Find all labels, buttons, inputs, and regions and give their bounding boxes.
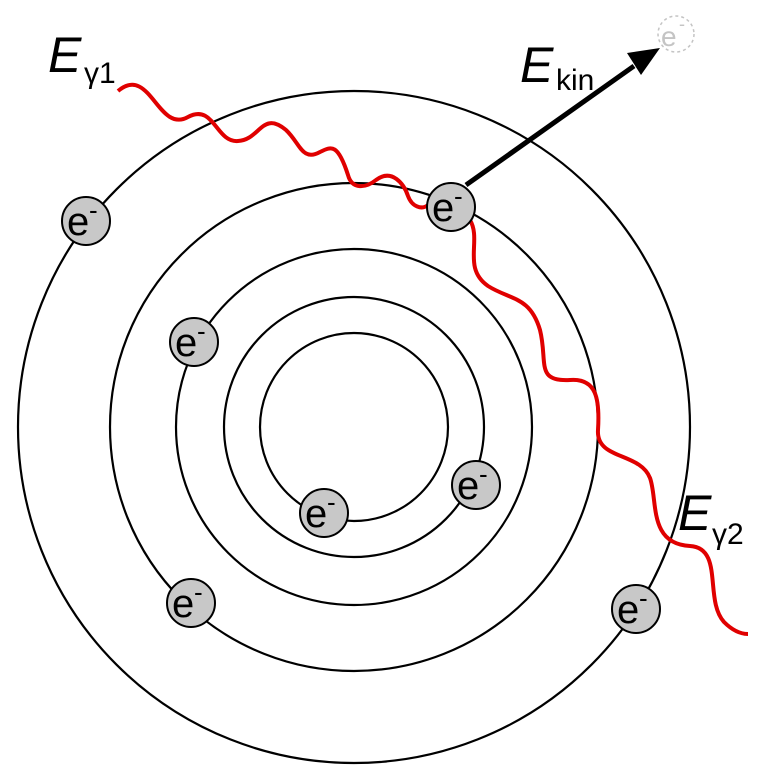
shell-5	[16, 89, 692, 765]
electron: e -	[169, 316, 219, 367]
svg-text:-: -	[194, 577, 203, 607]
electron: e -	[299, 487, 349, 538]
ghost-circle	[657, 15, 695, 53]
electron: e -	[166, 577, 216, 628]
electron: e -	[426, 181, 476, 232]
svg-text:-: -	[89, 195, 98, 225]
electron: e -	[611, 583, 661, 634]
outgoing-photon-wave	[468, 218, 749, 636]
svg-text:e: e	[457, 464, 479, 508]
ghost-charge: -	[679, 14, 685, 34]
electron: e -	[61, 195, 111, 246]
label-photon-in: E γ1	[48, 27, 116, 90]
svg-text:-: -	[327, 487, 336, 517]
svg-text:-: -	[479, 459, 488, 489]
incoming-photon-wave	[116, 82, 430, 210]
svg-text:e: e	[432, 186, 454, 230]
shell-1	[258, 331, 450, 523]
svg-text:e: e	[305, 492, 327, 536]
label-photon-out-symbol: E	[678, 485, 712, 541]
label-photon-in-symbol: E	[48, 27, 82, 83]
label-kinetic-symbol: E	[520, 37, 554, 93]
label-photon-out-subscript: γ2	[712, 518, 744, 551]
label-kinetic-subscript: kin	[556, 64, 594, 97]
shell-2	[222, 295, 486, 559]
svg-text:e: e	[67, 200, 89, 244]
svg-text:e: e	[175, 321, 197, 365]
kinetic-arrow-head	[627, 48, 660, 75]
svg-text:-: -	[639, 583, 648, 613]
svg-text:-: -	[197, 316, 206, 346]
label-photon-in-subscript: γ1	[84, 57, 116, 90]
shell-3	[174, 247, 534, 607]
label-photon-out: E γ2	[678, 485, 744, 551]
label-kinetic: E kin	[520, 37, 594, 97]
ejected-electron: e -	[657, 14, 695, 53]
svg-text:-: -	[454, 181, 463, 211]
kinetic-arrow-shaft	[464, 63, 636, 188]
ghost-letter: e	[661, 21, 677, 52]
kinetic-arrow	[464, 48, 660, 188]
electrons: e - e - e - e - e - e - e	[61, 181, 661, 634]
svg-text:e: e	[172, 582, 194, 626]
electron: e -	[451, 459, 501, 510]
svg-text:e: e	[617, 588, 639, 632]
electron-shells	[16, 89, 692, 765]
